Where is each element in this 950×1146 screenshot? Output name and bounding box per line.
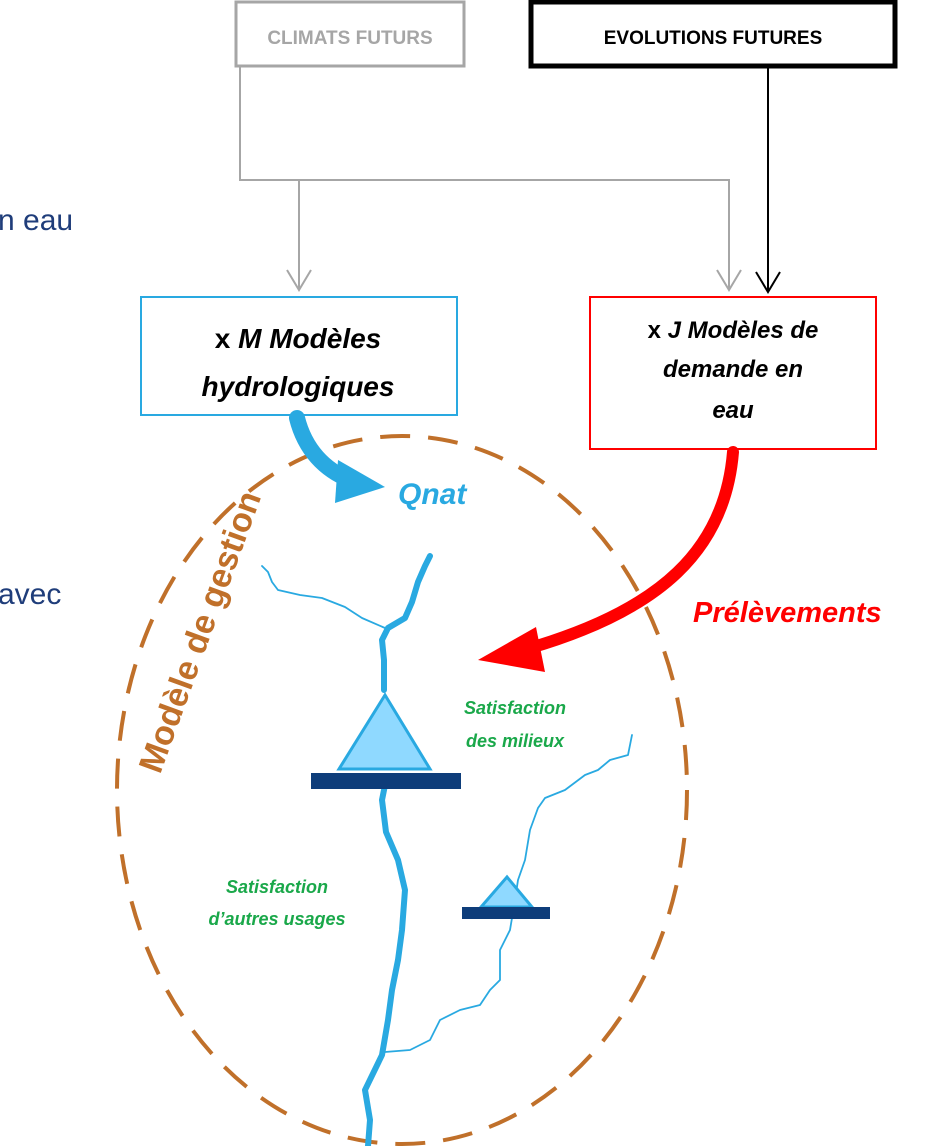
main-river-lower [362, 777, 408, 1146]
small-dam-bar [462, 907, 550, 919]
satisfaction-milieux-line2: des milieux [466, 731, 565, 751]
main-reservoir-dam [311, 692, 461, 789]
demande-line2: demande en [663, 356, 803, 383]
management-model-circle [115, 434, 689, 1146]
prelevements-arrow [478, 446, 739, 672]
climats-futurs-box: CLIMATS FUTURS [234, 0, 466, 68]
demande-line1: J Modèles de [668, 317, 819, 344]
grey-connector [239, 66, 742, 292]
main-dam-bar [311, 773, 461, 789]
black-connector [755, 66, 781, 294]
small-reservoir-triangle [477, 874, 536, 909]
demande-models-box: x J Modèles de demande en eau [589, 296, 877, 450]
tributary-top-left [261, 565, 386, 629]
satisfaction-usages-line2: d’autres usages [208, 909, 345, 929]
prelevements-label: Prélèvements [693, 597, 882, 629]
evolutions-futures-label: EVOLUTIONS FUTURES [604, 28, 823, 49]
qnat-label: Qnat [398, 478, 468, 511]
satisfaction-milieux-line1: Satisfaction [464, 698, 566, 718]
svg-text:x M Modèles: x M Modèles [215, 323, 382, 354]
hydro-line2: hydrologiques [202, 371, 395, 402]
left-text-fragment-2: avec [0, 578, 61, 611]
hydro-models-box: x M Modèles hydrologiques [140, 296, 458, 416]
satisfaction-usages-line1: Satisfaction [226, 877, 328, 897]
small-reservoir-dam [462, 874, 550, 919]
hydro-line1: M Modèles [238, 323, 381, 354]
left-text-fragment-1: n eau [0, 204, 73, 237]
hydro-prefix: x [215, 323, 231, 354]
main-reservoir-triangle [336, 692, 433, 771]
demande-prefix: x [648, 317, 662, 344]
modele-gestion-label: Modèle de gestion [132, 486, 269, 778]
river-network [261, 553, 633, 1146]
svg-text:x J Modèles de: x J Modèles de [648, 317, 819, 344]
climats-futurs-label: CLIMATS FUTURS [267, 28, 432, 49]
main-river-upper [379, 553, 433, 693]
evolutions-futures-box: EVOLUTIONS FUTURES [528, 0, 898, 69]
qnat-flow-arrow [289, 410, 385, 503]
demande-line3: eau [712, 397, 754, 424]
